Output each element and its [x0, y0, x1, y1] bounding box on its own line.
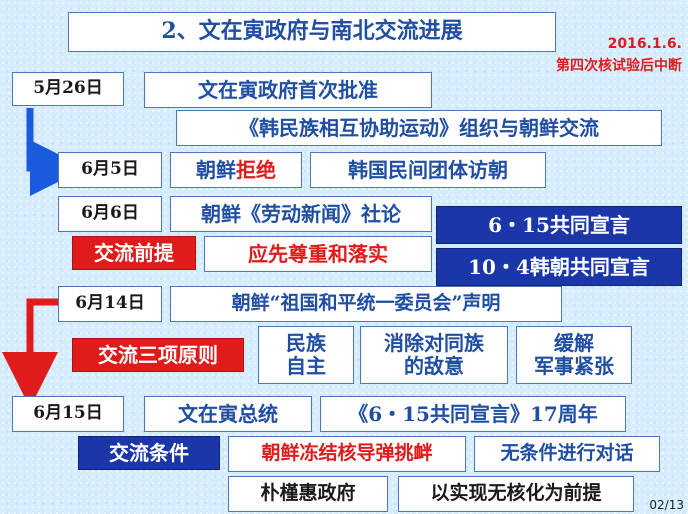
- page-number: 02/13: [649, 498, 684, 512]
- date-may-26: 5月26日: [12, 72, 124, 106]
- date-note: 2016.1.6.: [560, 36, 682, 52]
- principle-ease-military-tension: 缓解 军事紧张: [516, 326, 632, 384]
- event-615-anniversary: 《6・15共同宣言》17周年: [320, 396, 626, 432]
- event-north-korea-refused: 朝鲜拒绝: [170, 152, 302, 188]
- label-three-principles: 交流三项原则: [72, 338, 244, 372]
- page-title: 2、文在寅政府与南北交流进展: [68, 12, 556, 52]
- park-geun-hye-government: 朴槿惠政府: [228, 476, 388, 512]
- date-june-14: 6月14日: [58, 286, 162, 322]
- label-exchange-premise: 交流前提: [72, 236, 196, 270]
- event-rodong-sinmun-editorial: 朝鲜《劳动新闻》社论: [170, 196, 432, 232]
- principle-remove-hostility: 消除对同族 的敌意: [360, 326, 508, 384]
- principle-2-line2: 的敌意: [404, 354, 464, 378]
- principle-3-line2: 军事紧张: [534, 354, 614, 378]
- condition-unconditional-dialogue: 无条件进行对话: [474, 436, 660, 472]
- principle-1-line1: 民族: [286, 331, 326, 355]
- date-june-5: 6月5日: [58, 152, 162, 188]
- red-connector-arrow: [2, 298, 58, 408]
- refused-prefix: 朝鲜: [196, 157, 236, 182]
- principle-1-line2: 自主: [286, 354, 326, 378]
- note-text: 第四次核试验后中断: [556, 58, 682, 74]
- declaration-104: 10・4韩朝共同宣言: [436, 248, 682, 286]
- event-civil-groups-visit: 韩国民间团体访朝: [310, 152, 546, 188]
- refused-emphasis: 拒绝: [236, 157, 276, 182]
- event-korean-national-movement: 《韩民族相互协助运动》组织与朝鲜交流: [176, 110, 662, 146]
- principle-national-independence: 民族 自主: [258, 326, 354, 384]
- principle-3-line1: 缓解: [554, 331, 594, 355]
- label-exchange-conditions: 交流条件: [78, 436, 220, 470]
- blue-connector-arrow: [26, 108, 86, 196]
- note-date: 2016.1.6.: [607, 36, 682, 52]
- event-president-moon: 文在寅总统: [144, 396, 312, 432]
- premise-respect-implement: 应先尊重和落实: [204, 236, 432, 272]
- event-cprf-statement: 朝鲜“祖国和平统一委员会”声明: [170, 286, 562, 322]
- event-first-approval: 文在寅政府首次批准: [144, 72, 432, 108]
- date-june-15: 6月15日: [12, 396, 124, 432]
- principle-2-line1: 消除对同族: [384, 331, 484, 355]
- date-june-6: 6月6日: [58, 196, 162, 232]
- declaration-615: 6・15共同宣言: [436, 206, 682, 244]
- condition-freeze-provocations: 朝鲜冻结核导弹挑衅: [228, 436, 466, 472]
- denuclearization-premise: 以实现无核化为前提: [398, 476, 634, 512]
